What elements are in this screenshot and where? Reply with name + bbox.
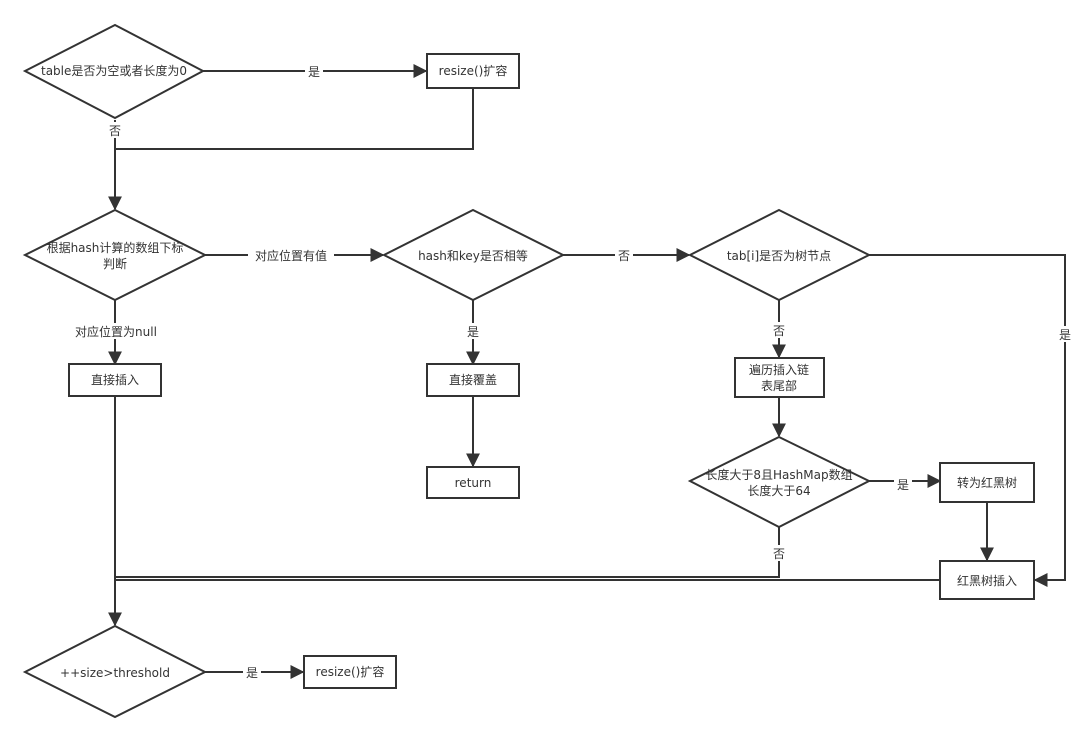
edge-label-yes-resize: 是 [308,65,320,79]
edge-labels: 是 否 对应位置有值 对应位置为null 否 是 否 是 是 否 是 [66,63,1074,680]
process-traverse-list-label-1: 遍历插入链 [749,362,809,377]
edge-label-is-null: 对应位置为null [75,324,157,339]
process-direct-overwrite-label: 直接覆盖 [449,372,497,387]
edge-label-no-length: 否 [773,547,785,561]
process-direct-insert: 直接插入 [68,363,162,397]
process-resize-top-label: resize()扩容 [439,63,508,78]
edge-label-yes-treenode: 是 [1059,328,1071,342]
edge-resize-back [115,89,474,150]
decision-size-threshold-label: ++size>threshold [60,666,170,680]
process-rb-insert: 红黑树插入 [939,560,1035,600]
decision-hash-key-equal-label: hash和key是否相等 [418,249,528,263]
process-to-red-black: 转为红黑树 [939,462,1035,503]
edge-label-yes-overwrite: 是 [467,325,479,339]
process-direct-overwrite: 直接覆盖 [426,363,520,397]
decision-hash-key-equal: hash和key是否相等 [381,208,566,302]
process-return: return [426,466,520,499]
process-resize-top: resize()扩容 [426,53,520,89]
process-direct-insert-label: 直接插入 [91,372,139,387]
edge-label-no-treenode: 否 [773,324,785,338]
decision-length-check: 长度大于8且HashMap数组 长度大于64 [687,435,872,529]
edge-label-yes-length: 是 [897,478,909,492]
edge-label-yes-threshold: 是 [246,666,258,680]
decision-table-empty: table是否为空或者长度为0 [22,23,206,120]
process-traverse-list: 遍历插入链 表尾部 [734,357,825,398]
process-traverse-list-label-2: 表尾部 [761,378,797,393]
edge-label-has-value: 对应位置有值 [255,248,327,263]
process-rb-insert-label: 红黑树插入 [957,573,1017,588]
process-return-label: return [455,476,492,490]
edges [108,64,1066,679]
edge-treenode-to-rbinsert [869,254,1066,587]
process-resize-bottom-label: resize()扩容 [316,664,385,679]
decision-length-check-label-1: 长度大于8且HashMap数组 [705,467,852,482]
edge-length-no-merge [115,527,780,578]
decision-index-calc: 根据hash计算的数组下标 判断 [22,208,208,302]
decision-table-empty-label: table是否为空或者长度为0 [41,63,187,78]
decision-index-calc-label-1: 根据hash计算的数组下标 [47,240,184,255]
decision-is-tree-node: tab[i]是否为树节点 [687,208,872,302]
decision-size-threshold: ++size>threshold [22,624,208,719]
decision-length-check-label-2: 长度大于64 [747,483,810,498]
process-resize-bottom: resize()扩容 [303,655,397,689]
decision-is-tree-node-label: tab[i]是否为树节点 [727,248,831,263]
process-to-red-black-label: 转为红黑树 [957,475,1017,490]
edge-label-no-table: 否 [109,124,121,138]
decision-index-calc-label-2: 判断 [103,256,127,271]
edge-label-no-hashkey: 否 [618,249,630,263]
